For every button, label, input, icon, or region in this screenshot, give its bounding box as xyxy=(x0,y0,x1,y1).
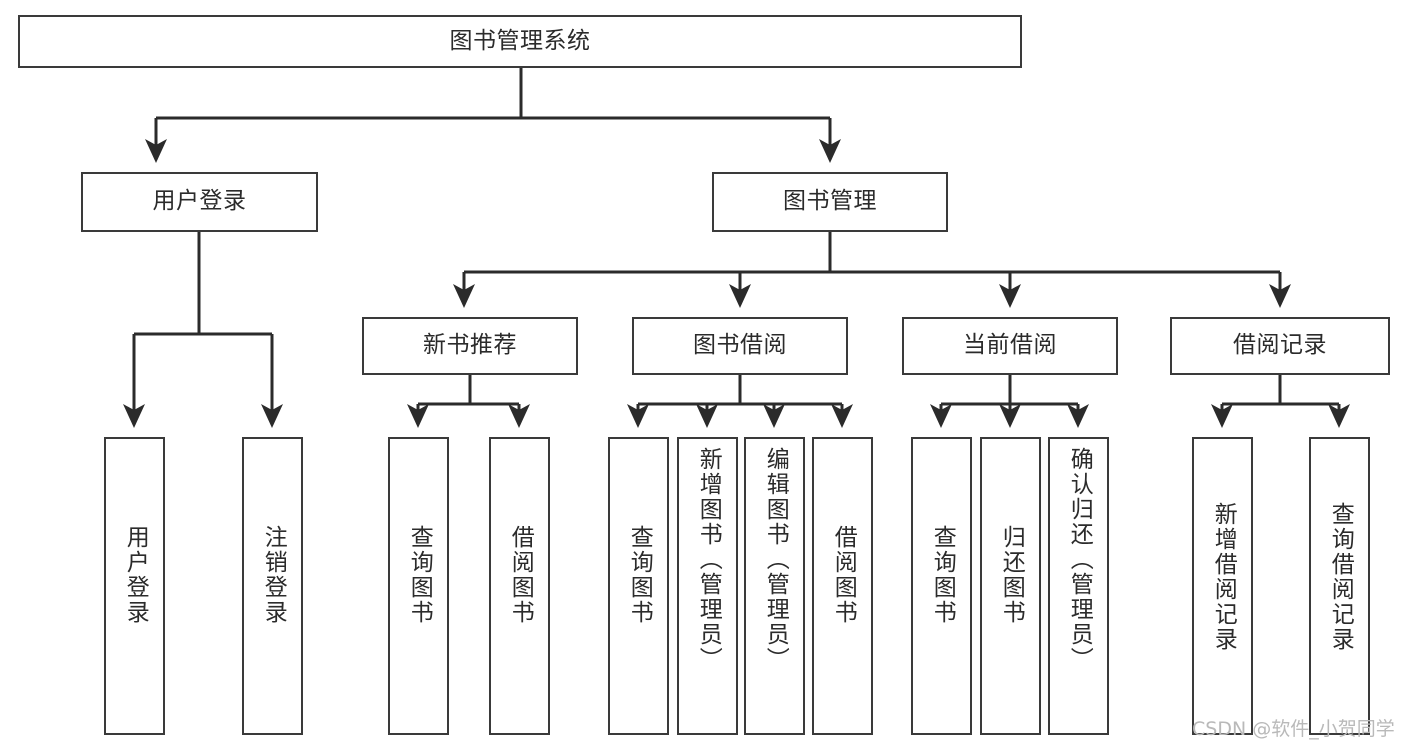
node-root-label: 图书管理系统 xyxy=(449,27,591,54)
node-leaf-query-book-1[interactable]: 查询图书 xyxy=(388,437,449,735)
node-current-borrow[interactable]: 当前借阅 xyxy=(902,317,1118,375)
node-leaf-query-record[interactable]: 查询借阅记录 xyxy=(1309,437,1370,735)
node-book-manage-label: 图书管理 xyxy=(783,188,877,215)
node-user-login-label: 用户登录 xyxy=(152,188,247,215)
node-leaf-query-book-1-label: 查询图书 xyxy=(406,525,433,625)
node-leaf-logout-label: 注销登录 xyxy=(260,525,287,625)
node-new-book-rec-label: 新书推荐 xyxy=(423,332,517,359)
node-borrow-record[interactable]: 借阅记录 xyxy=(1170,317,1390,375)
node-leaf-borrow-book-1-label: 借阅图书 xyxy=(507,525,534,625)
node-leaf-return-book-label: 归还图书 xyxy=(998,525,1025,625)
node-leaf-add-book-label: 新增图书（管理员） xyxy=(695,447,722,672)
node-leaf-borrow-book-2[interactable]: 借阅图书 xyxy=(812,437,873,735)
node-leaf-user-login[interactable]: 用户登录 xyxy=(104,437,165,735)
node-user-login[interactable]: 用户登录 xyxy=(81,172,318,232)
node-leaf-query-record-label: 查询借阅记录 xyxy=(1327,502,1354,652)
node-leaf-borrow-book-1[interactable]: 借阅图书 xyxy=(489,437,550,735)
node-leaf-query-book-3[interactable]: 查询图书 xyxy=(911,437,972,735)
node-book-manage[interactable]: 图书管理 xyxy=(712,172,948,232)
node-leaf-edit-book-label: 编辑图书（管理员） xyxy=(762,447,789,672)
node-leaf-borrow-book-2-label: 借阅图书 xyxy=(830,525,857,625)
node-leaf-edit-book[interactable]: 编辑图书（管理员） xyxy=(744,437,805,735)
node-leaf-query-book-2-label: 查询图书 xyxy=(626,525,653,625)
node-leaf-user-login-label: 用户登录 xyxy=(122,525,149,625)
node-book-borrow-label: 图书借阅 xyxy=(693,332,787,359)
node-leaf-return-book[interactable]: 归还图书 xyxy=(980,437,1041,735)
watermark-csdn: CSDN @软件_小贺同学 xyxy=(1192,718,1395,740)
node-leaf-confirm-return[interactable]: 确认归还（管理员） xyxy=(1048,437,1109,735)
node-leaf-confirm-return-label: 确认归还（管理员） xyxy=(1066,447,1093,672)
node-borrow-record-label: 借阅记录 xyxy=(1233,332,1327,359)
node-leaf-query-book-3-label: 查询图书 xyxy=(929,525,956,625)
node-current-borrow-label: 当前借阅 xyxy=(963,332,1057,359)
node-leaf-add-book[interactable]: 新增图书（管理员） xyxy=(677,437,738,735)
node-book-borrow[interactable]: 图书借阅 xyxy=(632,317,848,375)
node-root[interactable]: 图书管理系统 xyxy=(18,15,1022,68)
node-leaf-add-record[interactable]: 新增借阅记录 xyxy=(1192,437,1253,735)
node-leaf-query-book-2[interactable]: 查询图书 xyxy=(608,437,669,735)
node-leaf-add-record-label: 新增借阅记录 xyxy=(1210,502,1237,652)
node-new-book-rec[interactable]: 新书推荐 xyxy=(362,317,578,375)
node-leaf-logout[interactable]: 注销登录 xyxy=(242,437,303,735)
